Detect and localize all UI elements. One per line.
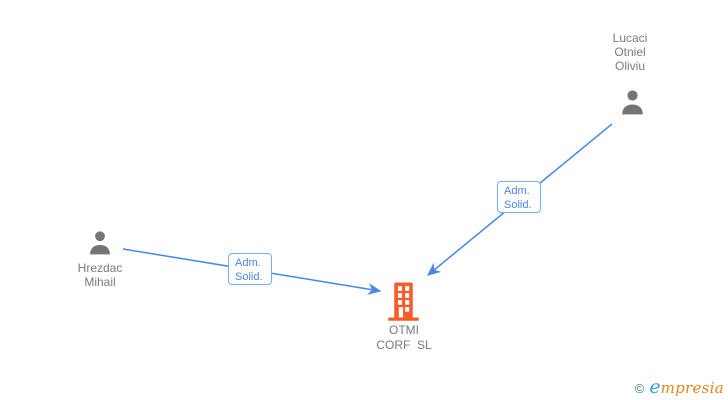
person-name-label: Lucaci Otniel Oliviu (612, 31, 648, 73)
node-person-lucaci[interactable]: Lucaci Otniel Oliviu (570, 31, 690, 73)
copyright-icon: © (634, 381, 645, 396)
node-company-otmi-corf[interactable]: OTMI CORF SL (344, 323, 464, 353)
person-icon[interactable] (618, 88, 647, 117)
company-building-icon[interactable] (387, 282, 420, 321)
company-name-label: OTMI CORF SL (376, 323, 432, 352)
logo-letter: e (649, 376, 661, 398)
edge-label-adm-solid-right: Adm. Solid. (497, 181, 541, 213)
node-person-hrezdac[interactable]: Hrezdac Mihail (40, 261, 160, 289)
logo-wordmark: mpresia (660, 379, 724, 397)
person-icon[interactable] (86, 229, 114, 257)
edge-label-adm-solid-left: Adm. Solid. (228, 253, 272, 285)
person-name-label: Hrezdac Mihail (77, 261, 123, 289)
